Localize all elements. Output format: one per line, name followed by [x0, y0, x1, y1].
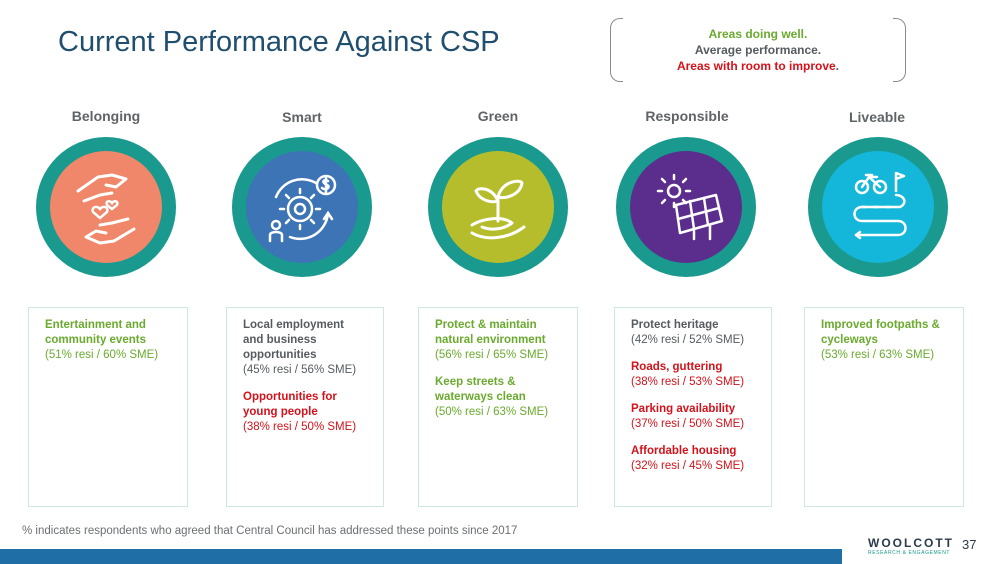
list-item: Improved footpaths & cycleways (53% resi…	[821, 319, 940, 361]
list-item: Parking availability (37% resi / 50% SME…	[631, 403, 745, 430]
woolcott-logo: WOOLCOTT RESEARCH & ENGAGEMENT	[868, 536, 954, 556]
page-number: 37	[962, 537, 977, 552]
page-title: Current Performance Against CSP	[58, 26, 500, 58]
heading-liveable: Liveable	[848, 109, 906, 125]
list-item: Protect & maintain natural environment (…	[435, 319, 549, 361]
legend-bracket-left	[610, 18, 623, 82]
list-item: Opportunities for young people (38% resi…	[243, 391, 357, 433]
bottom-bar	[0, 549, 842, 564]
heading-responsible: Responsible	[645, 108, 729, 124]
heading-green: Green	[477, 108, 519, 124]
bicycle-path-icon	[853, 171, 907, 240]
list-item: Roads, guttering (38% resi / 53% SME)	[631, 361, 745, 388]
list-item: Affordable housing (32% resi / 45% SME)	[631, 445, 745, 472]
responsible-box: Protect heritage (42% resi / 52% SME) Ro…	[614, 307, 772, 507]
list-item: Protect heritage (42% resi / 52% SME)	[631, 319, 745, 346]
sprout-hand-icon	[470, 179, 526, 240]
performance-legend: Areas doing well. Average performance. A…	[610, 18, 906, 82]
legend-average: Average performance.	[694, 43, 822, 57]
smart-circle	[232, 137, 372, 277]
liveable-box: Improved footpaths & cycleways (53% resi…	[804, 307, 964, 507]
gear-dollar-icon	[268, 174, 337, 243]
liveable-circle	[808, 137, 948, 277]
green-box: Protect & maintain natural environment (…	[418, 307, 578, 507]
list-item: Local employment and business opportunit…	[243, 319, 357, 376]
hands-hearts-icon	[76, 173, 136, 245]
legend-bad: Areas with room to improve	[676, 59, 836, 73]
legend-good: Areas doing well.	[708, 27, 808, 41]
belonging-box: Entertainment and community events (51% …	[28, 307, 188, 507]
heading-belonging: Belonging	[71, 108, 141, 124]
smart-box: Local employment and business opportunit…	[226, 307, 384, 507]
responsible-circle	[616, 137, 756, 277]
legend-bad-suffix: .	[835, 59, 840, 73]
list-item: Keep streets & waterways clean (50% resi…	[435, 376, 549, 418]
footnote: % indicates respondents who agreed that …	[22, 525, 518, 537]
heading-smart: Smart	[282, 109, 322, 125]
solar-panel-icon	[656, 173, 724, 241]
list-item: Entertainment and community events (51% …	[45, 319, 159, 361]
belonging-circle	[36, 137, 176, 277]
green-circle	[428, 137, 568, 277]
